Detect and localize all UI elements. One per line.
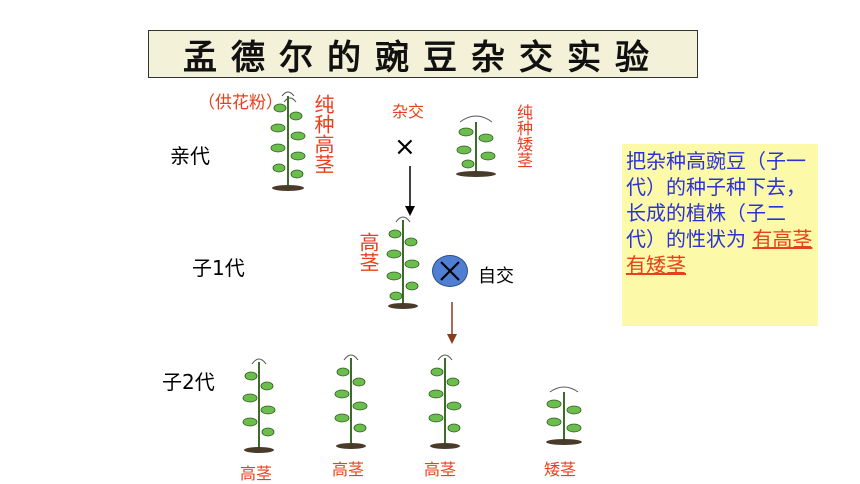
- self-cross-icon: [432, 255, 468, 287]
- f2-plant-label-2: 高茎: [332, 460, 365, 479]
- side-note: 把杂种高豌豆（子一代）的种子种下去，长成的植株（子二代）的性状为 有高茎有矮茎: [622, 144, 818, 326]
- pollen-note: （供花粉）: [198, 93, 283, 113]
- tall-pea-plant-icon: [270, 91, 306, 191]
- parent-to-f1-arrow: [405, 166, 415, 216]
- f2-short-plant-icon: [546, 386, 582, 445]
- parent-row-label: 亲代: [170, 144, 210, 168]
- f2-row-label: 子2代: [162, 370, 215, 394]
- page-title: 孟德尔的豌豆杂交实验: [148, 30, 698, 78]
- f2-plant-label-1: 高茎: [240, 464, 273, 483]
- f1-row-label: 子1代: [192, 256, 245, 280]
- f1-plant-label: 高茎: [356, 232, 380, 272]
- short-pea-plant-icon: [456, 115, 496, 177]
- f1-pea-plant-icon: [386, 216, 420, 309]
- tall-parent-label: 纯种高茎: [311, 94, 335, 174]
- cross-symbol: ×: [394, 132, 416, 162]
- side-note-answer: 有高茎有矮茎: [626, 227, 813, 277]
- self-cross-x-icon: [440, 261, 460, 281]
- f2-tall-plant-icon-1: [242, 358, 276, 453]
- short-parent-label: 纯种矮茎: [514, 104, 533, 168]
- cross-label: 杂交: [392, 102, 425, 121]
- f2-tall-plant-icon-2: [334, 354, 368, 449]
- f2-plant-label-4: 矮茎: [544, 460, 577, 479]
- f2-tall-plant-icon-3: [428, 354, 462, 449]
- self-cross-label: 自交: [478, 266, 514, 287]
- side-note-text: 把杂种高豌豆（子一代）的种子种下去，长成的植株（子二代）的性状为: [626, 149, 806, 251]
- f1-to-f2-arrow: [447, 302, 457, 344]
- f2-plant-label-3: 高茎: [424, 460, 457, 479]
